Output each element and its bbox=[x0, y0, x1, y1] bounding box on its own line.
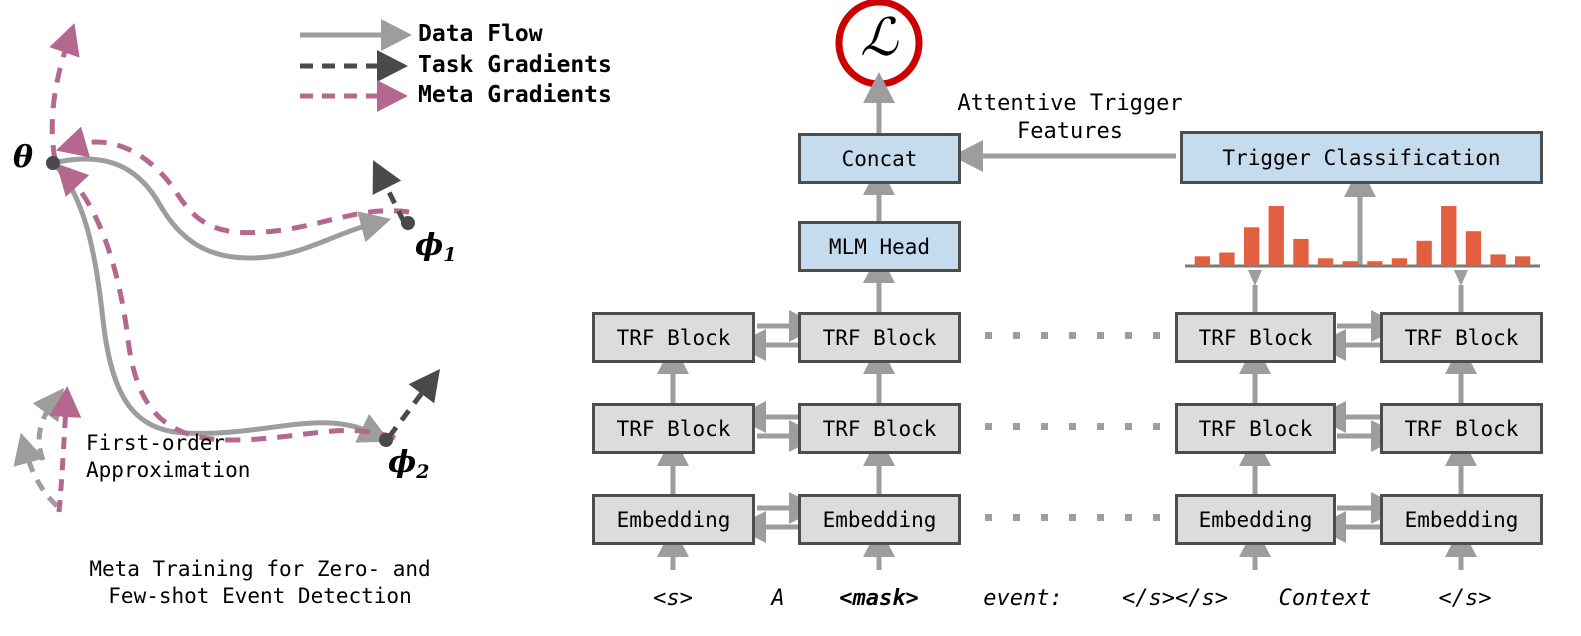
caption-line-1: Meta Training for Zero- and bbox=[89, 557, 431, 581]
attention-pointer-left bbox=[1248, 270, 1262, 286]
attention-histogram bbox=[1194, 206, 1531, 266]
phi2-label: ϕ2 bbox=[388, 445, 429, 483]
data-flow-curve-phi1 bbox=[50, 156, 392, 261]
token-label-4: </s></s> bbox=[1122, 586, 1228, 611]
embedding-col4[interactable]: Embedding bbox=[1380, 494, 1543, 545]
token-label-5: Context bbox=[1278, 586, 1372, 611]
task-gradient-arrow-phi2 bbox=[387, 369, 440, 439]
attention-pointer-right bbox=[1454, 270, 1468, 286]
first-order-approximation-label: First-order Approximation bbox=[86, 430, 250, 485]
attention-bar bbox=[1367, 261, 1383, 266]
legend-label-data-flow: Data Flow bbox=[418, 21, 543, 47]
concat-box[interactable]: Concat bbox=[798, 133, 961, 184]
column-vertical-arrows bbox=[656, 285, 1477, 570]
attention-bar bbox=[1219, 252, 1235, 266]
phi2-point-dot bbox=[379, 433, 393, 447]
task-gradient-arrow-phi1 bbox=[372, 160, 407, 224]
trf-block-col1-row2[interactable]: TRF Block bbox=[592, 312, 755, 363]
first-order-approx-gray-arrows bbox=[13, 387, 64, 508]
phi1-subscript: 1 bbox=[443, 244, 457, 266]
attention-bar bbox=[1194, 256, 1210, 266]
loss-symbol: ℒ bbox=[860, 8, 898, 68]
token-label-0: <s> bbox=[653, 586, 693, 611]
phi1-label: ϕ1 bbox=[415, 228, 456, 266]
attention-bar bbox=[1515, 256, 1531, 266]
inter-column-arrows bbox=[735, 309, 1402, 544]
embedding-col3[interactable]: Embedding bbox=[1175, 494, 1336, 545]
attention-bar bbox=[1293, 238, 1309, 266]
token-label-2: <mask> bbox=[839, 586, 919, 611]
left-panel-caption: Meta Training for Zero- and Few-shot Eve… bbox=[0, 556, 520, 611]
atf-line-1: Attentive Trigger bbox=[957, 91, 1183, 116]
attention-bar bbox=[1416, 240, 1432, 266]
attentive-trigger-features-label: Attentive Trigger Features bbox=[950, 90, 1190, 145]
trf-block-col4-row1[interactable]: TRF Block bbox=[1380, 403, 1543, 454]
attention-bar bbox=[1490, 254, 1506, 266]
token-label-3: event: bbox=[983, 586, 1063, 611]
trf-block-col2-row2[interactable]: TRF Block bbox=[798, 312, 961, 363]
fo-line-1: First-order bbox=[86, 431, 226, 455]
trf-block-col3-row1[interactable]: TRF Block bbox=[1175, 403, 1336, 454]
phi2-subscript: 2 bbox=[416, 461, 430, 483]
embedding-col1[interactable]: Embedding bbox=[592, 494, 755, 545]
mlm-head-box[interactable]: MLM Head bbox=[798, 221, 961, 272]
attention-bar bbox=[1465, 231, 1482, 266]
trf-block-col3-row2[interactable]: TRF Block bbox=[1175, 312, 1336, 363]
phi1-glyph: ϕ bbox=[415, 228, 444, 263]
attention-bar bbox=[1268, 206, 1284, 266]
data-flow-curve-phi2 bbox=[50, 160, 391, 443]
meta-gradient-path-phi1 bbox=[55, 126, 410, 236]
attention-bar bbox=[1391, 258, 1408, 266]
theta-label: θ bbox=[13, 140, 34, 175]
caption-line-2: Few-shot Event Detection bbox=[108, 584, 412, 609]
phi1-point-dot bbox=[401, 216, 415, 230]
embedding-col2[interactable]: Embedding bbox=[798, 494, 961, 545]
meta-gradient-out-arrow bbox=[49, 23, 80, 161]
ellipsis-dots bbox=[985, 332, 1160, 521]
legend-label-task-gradients: Task Gradients bbox=[418, 52, 612, 78]
trf-block-col4-row2[interactable]: TRF Block bbox=[1380, 312, 1543, 363]
phi2-glyph: ϕ bbox=[388, 445, 417, 480]
fo-line-2: Approximation bbox=[86, 458, 251, 483]
legend-label-meta-gradients: Meta Gradients bbox=[418, 82, 612, 108]
attention-bar bbox=[1342, 261, 1358, 266]
trf-block-col1-row1[interactable]: TRF Block bbox=[592, 403, 755, 454]
atf-line-2: Features bbox=[1017, 118, 1123, 144]
first-order-approx-pink-arrow bbox=[49, 386, 82, 513]
trf-block-col2-row1[interactable]: TRF Block bbox=[798, 403, 961, 454]
attention-bar bbox=[1317, 258, 1334, 266]
attention-bar bbox=[1441, 206, 1457, 266]
trigger-classification-box[interactable]: Trigger Classification bbox=[1180, 131, 1543, 184]
token-label-1: A bbox=[771, 586, 785, 611]
token-label-6: </s> bbox=[1438, 586, 1492, 611]
attention-bar bbox=[1244, 227, 1260, 266]
theta-point-dot bbox=[46, 156, 60, 170]
meta-gradient-path-phi2 bbox=[56, 163, 396, 443]
